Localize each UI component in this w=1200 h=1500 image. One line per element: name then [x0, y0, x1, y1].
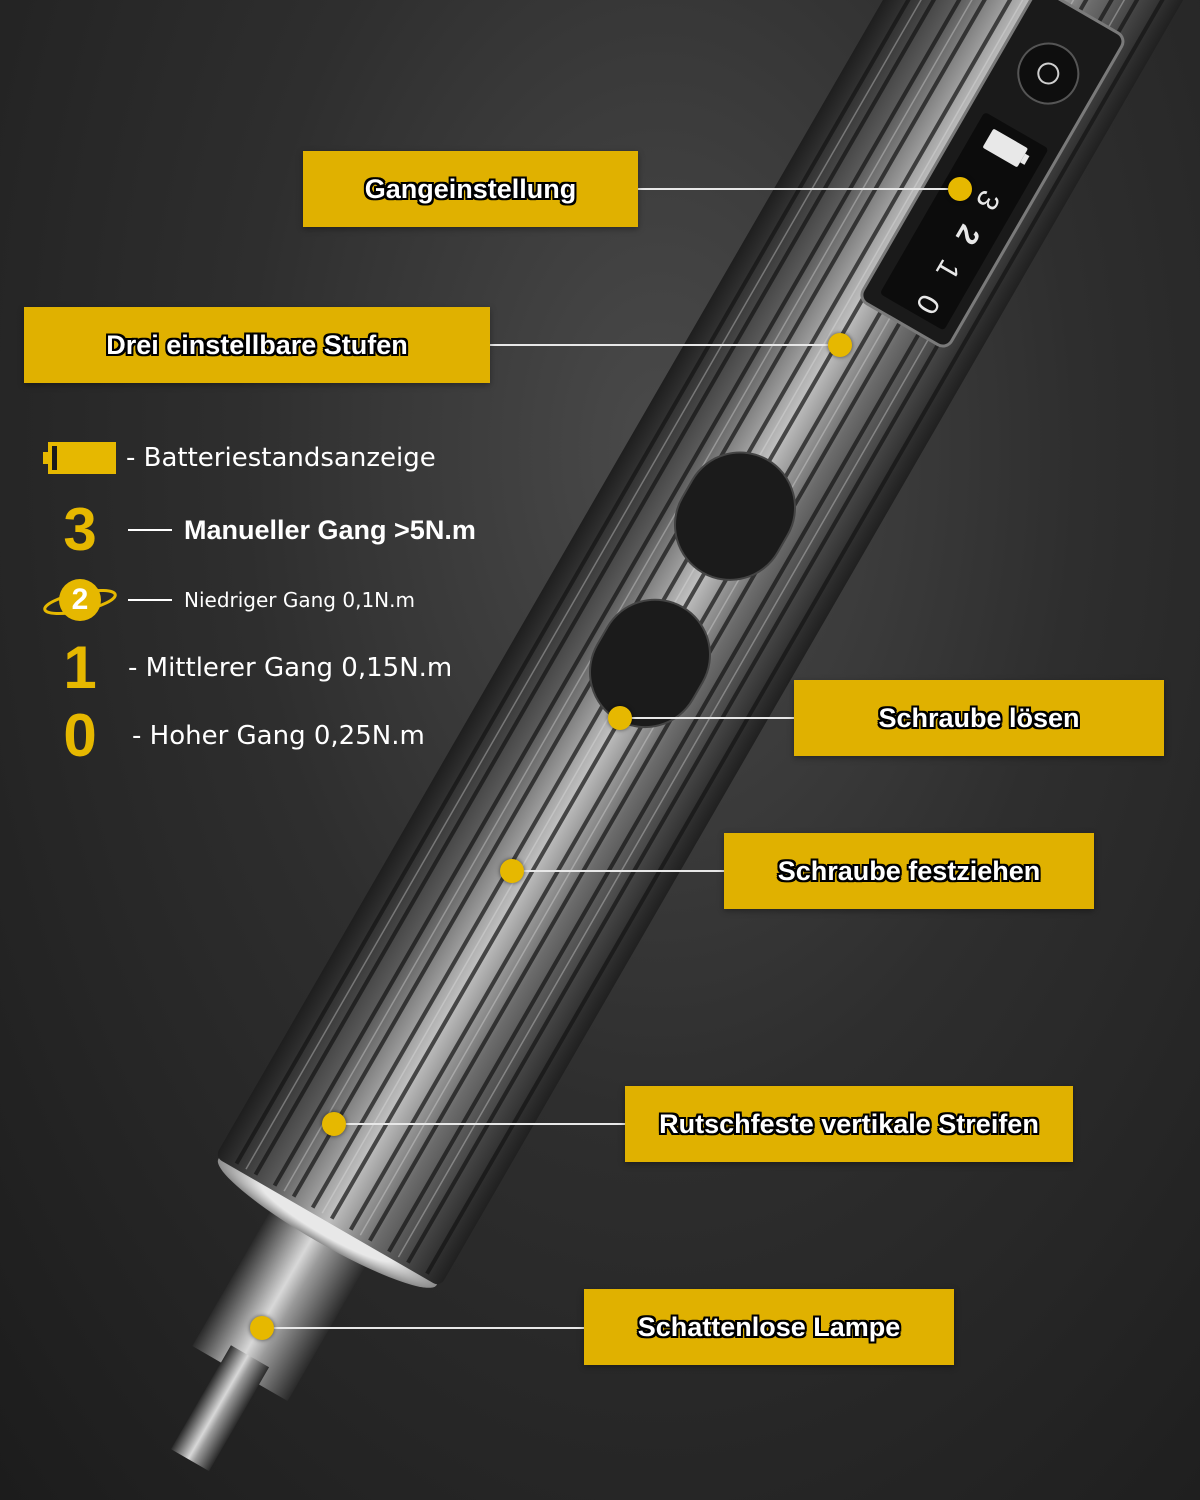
legend-battery-text: - Batteriestandsanzeige: [126, 443, 436, 473]
orbit-ring-icon: 2: [40, 574, 120, 626]
callout-three-levels: Drei einstellbare Stufen: [24, 307, 490, 383]
callout-gear-setting: Gangeinstellung: [303, 151, 638, 227]
legend-gear-1-text: - Mittlerer Gang 0,15N.m: [128, 653, 453, 683]
callout-gear-setting-text: Gangeinstellung: [364, 173, 577, 204]
marker-gear-setting: [948, 177, 972, 201]
legend-gear-0-symbol: 0: [63, 702, 97, 769]
leader-three-levels: [490, 344, 840, 346]
marker-three-levels: [828, 333, 852, 357]
callout-loosen: Schraube lösen: [794, 680, 1164, 756]
marker-grip-stripes: [322, 1112, 346, 1136]
legend-gear-2-text: Niedriger Gang 0,1N.m: [184, 588, 415, 612]
marker-loosen: [608, 706, 632, 730]
legend-gear-3-text: Manueller Gang >5N.m: [184, 514, 476, 545]
legend-gear-2-symbol: 2: [71, 583, 89, 616]
leader-loosen: [620, 717, 795, 719]
callout-loosen-text: Schraube lösen: [878, 702, 1080, 733]
marker-lamp: [250, 1316, 274, 1340]
leader-gear-setting: [638, 188, 960, 190]
callout-tighten: Schraube festziehen: [724, 833, 1094, 909]
callout-tighten-text: Schraube festziehen: [777, 855, 1041, 886]
leader-tighten: [512, 870, 725, 872]
battery-icon: [40, 440, 120, 476]
leader-lamp: [262, 1327, 585, 1329]
legend-gear-3-dash: [128, 529, 172, 531]
legend-gear-0-text: - Hoher Gang 0,25N.m: [132, 721, 425, 751]
leader-grip-stripes: [334, 1123, 626, 1125]
legend-gear-0: 0 - Hoher Gang 0,25N.m: [40, 702, 425, 769]
callout-grip-stripes: Rutschfeste vertikale Streifen: [625, 1086, 1073, 1162]
legend-gear-1-symbol: 1: [63, 634, 97, 701]
callout-grip-stripes-text: Rutschfeste vertikale Streifen: [659, 1108, 1039, 1139]
marker-tighten: [500, 859, 524, 883]
legend-gear-3-symbol: 3: [63, 496, 97, 563]
legend-gear-2-dash: [128, 599, 172, 601]
callout-lamp: Schattenlose Lampe: [584, 1289, 954, 1365]
callout-three-levels-text: Drei einstellbare Stufen: [106, 329, 408, 360]
legend-gear-3: 3 Manueller Gang >5N.m: [40, 500, 476, 560]
callout-lamp-text: Schattenlose Lampe: [637, 1311, 901, 1342]
legend-gear-2: 2 Niedriger Gang 0,1N.m: [40, 574, 415, 626]
legend-gear-1: 1 - Mittlerer Gang 0,15N.m: [40, 638, 452, 698]
legend-battery: - Batteriestandsanzeige: [40, 440, 436, 476]
